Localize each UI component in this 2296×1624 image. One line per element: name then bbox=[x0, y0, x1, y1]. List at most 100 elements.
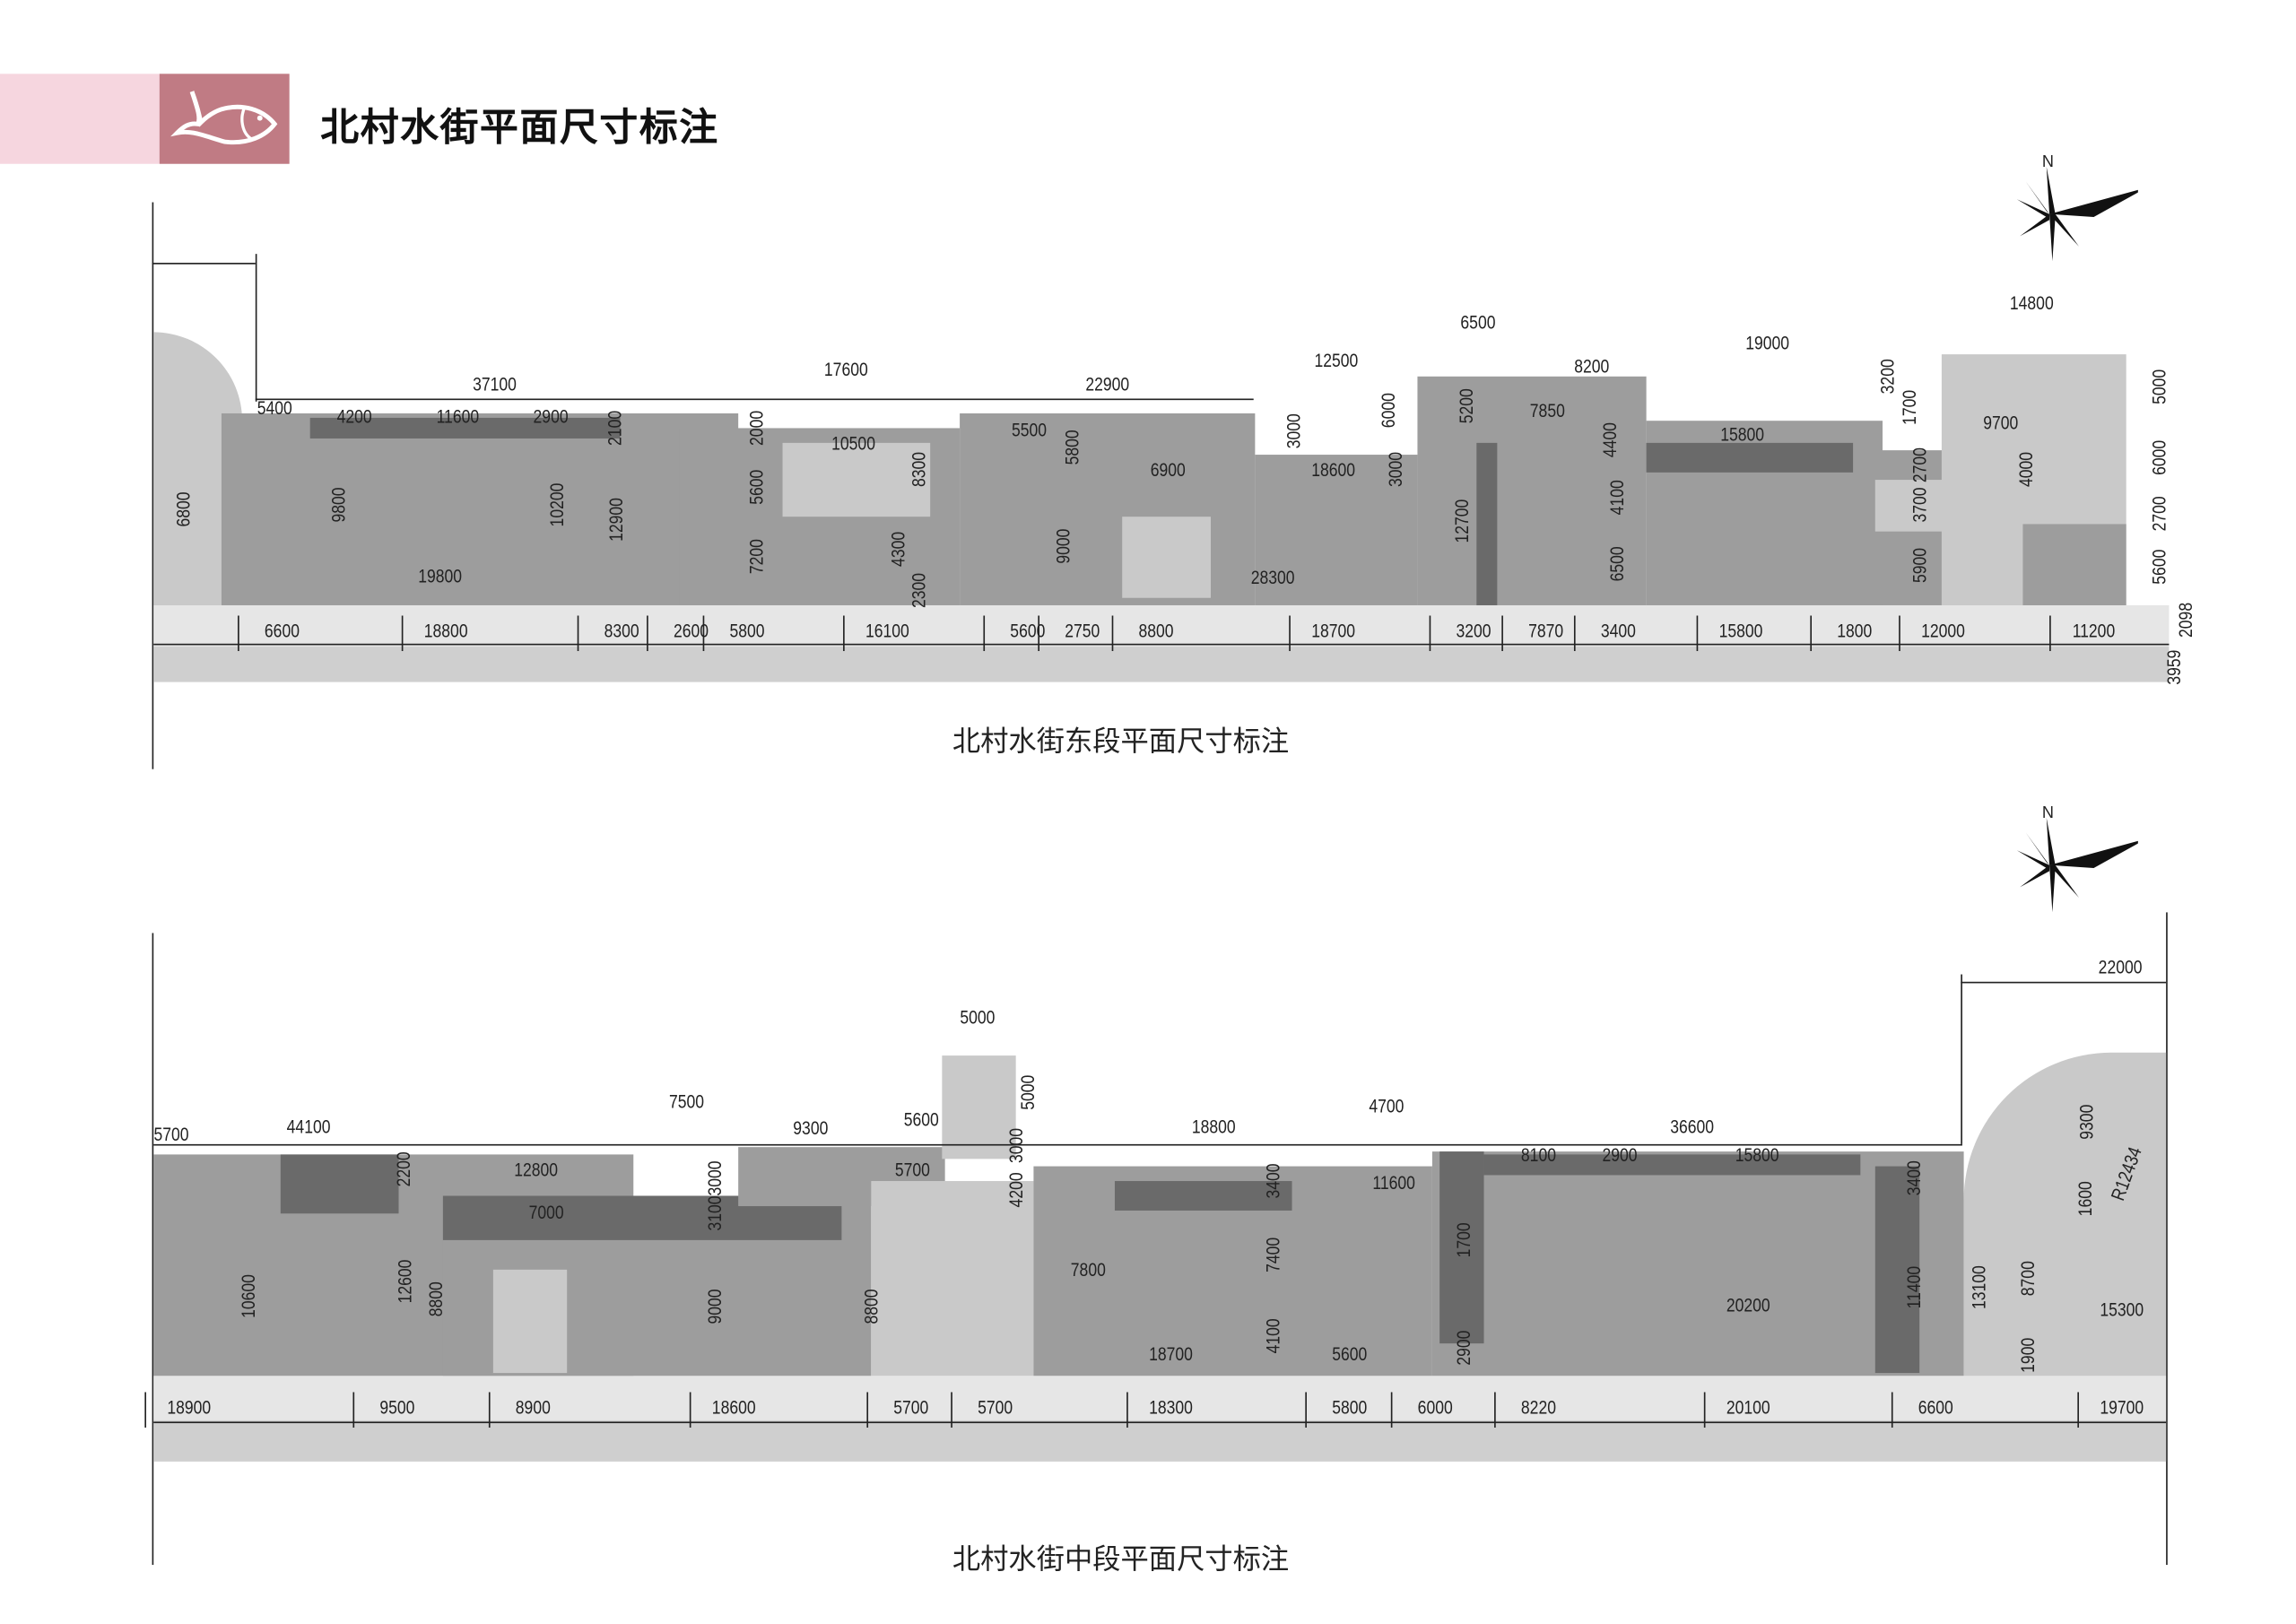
bottom-dimension-label: 19700 bbox=[2100, 1395, 2144, 1419]
roof-shadow bbox=[309, 417, 621, 439]
dimension-line bbox=[152, 263, 256, 265]
bottom-dimension-label: 5800 bbox=[729, 619, 765, 642]
plan-caption: 北村水街中段平面尺寸标注 bbox=[952, 1544, 1290, 1576]
dimension-tick bbox=[401, 615, 404, 652]
dimension-label: 4200 bbox=[336, 404, 372, 428]
bottom-dimension-label: 2750 bbox=[1065, 619, 1100, 642]
dimension-label: 3700 bbox=[1908, 487, 1931, 523]
header-band bbox=[0, 74, 160, 164]
dimension-label: 8800 bbox=[424, 1281, 448, 1317]
dimension-label: 15300 bbox=[2100, 1298, 2144, 1321]
north-arrow-icon: N bbox=[2005, 153, 2147, 274]
dimension-label: 7200 bbox=[744, 539, 768, 575]
dimension-tick bbox=[1038, 615, 1039, 652]
dimension-label: 9000 bbox=[1051, 528, 1074, 564]
dimension-label: 20200 bbox=[1726, 1293, 1770, 1316]
frame-line bbox=[152, 202, 154, 769]
dimension-label: 9800 bbox=[326, 487, 350, 523]
dimension-label: 7800 bbox=[1070, 1258, 1106, 1281]
dimension-label: 5700 bbox=[153, 1123, 189, 1145]
dimension-label: 5000 bbox=[960, 1005, 996, 1029]
dimension-label: 37100 bbox=[473, 372, 517, 395]
dimension-label: 1700 bbox=[1452, 1222, 1474, 1258]
dimension-tick bbox=[1703, 1392, 1706, 1428]
building-block bbox=[2022, 524, 2126, 605]
dimension-line bbox=[153, 1421, 2167, 1424]
dimension-label: 11600 bbox=[436, 404, 480, 428]
bottom-dimension-label: 6600 bbox=[1918, 1395, 1953, 1419]
dimension-label: 3200 bbox=[1875, 359, 1899, 395]
dimension-tick bbox=[352, 1392, 355, 1428]
bottom-dimension-label: 18800 bbox=[423, 619, 468, 642]
dimension-label: 4200 bbox=[1004, 1172, 1028, 1208]
dimension-label: 6900 bbox=[1150, 458, 1186, 481]
dimension-label: 1600 bbox=[2074, 1181, 2096, 1217]
dimension-label: 3400 bbox=[1261, 1163, 1284, 1199]
bottom-dimension-label: 18600 bbox=[711, 1395, 756, 1419]
dimension-tick bbox=[1810, 615, 1813, 652]
bottom-dimension-label: 11200 bbox=[2072, 619, 2116, 642]
dimension-label: 19000 bbox=[1745, 331, 1790, 354]
dimension-label: 22900 bbox=[1085, 372, 1130, 395]
dimension-label: 6000 bbox=[1377, 393, 1399, 429]
dimension-label: 5500 bbox=[1011, 418, 1047, 441]
dimension-tick bbox=[843, 615, 845, 652]
dimension-tick bbox=[2077, 1392, 2079, 1428]
dimension-label: 2100 bbox=[603, 410, 626, 446]
bottom-dimension-label: 2600 bbox=[673, 619, 709, 642]
bottom-dimension-label: 5600 bbox=[1010, 619, 1046, 642]
dimension-label: 12700 bbox=[1450, 499, 1474, 543]
dimension-tick bbox=[1111, 615, 1114, 652]
roof-shadow bbox=[280, 1154, 399, 1214]
bottom-dimension-label: 16100 bbox=[865, 619, 909, 642]
dimension-label: 15800 bbox=[1735, 1143, 1779, 1166]
dimension-tick bbox=[1891, 1392, 1893, 1428]
dimension-label: 6500 bbox=[1605, 546, 1629, 582]
dimension-label: 7400 bbox=[1261, 1237, 1284, 1272]
dimension-tick bbox=[238, 615, 239, 652]
building-block bbox=[1255, 455, 1418, 605]
dimension-label: 10500 bbox=[831, 431, 875, 455]
dimension-label: 8300 bbox=[907, 452, 930, 488]
dimension-tick bbox=[689, 1392, 691, 1428]
courtyard bbox=[782, 442, 931, 517]
dimension-label: 5000 bbox=[1016, 1074, 1039, 1110]
dimension-label: 5000 bbox=[2147, 369, 2170, 404]
dimension-tick bbox=[702, 615, 705, 652]
bottom-dimension-label: 5700 bbox=[893, 1395, 929, 1419]
dimension-tick bbox=[488, 1392, 491, 1428]
street-strip bbox=[153, 604, 2170, 647]
bottom-dimension-label: 8800 bbox=[1138, 619, 1174, 642]
dimension-label: 4100 bbox=[1605, 480, 1629, 516]
dimension-label: 2900 bbox=[533, 404, 569, 428]
bottom-dimension-label: 18300 bbox=[1149, 1395, 1193, 1419]
bottom-dimension-label: 1800 bbox=[1837, 619, 1873, 642]
dimension-label: 2900 bbox=[1452, 1330, 1474, 1366]
bottom-dimension-label: 3400 bbox=[1600, 619, 1636, 642]
building-block bbox=[1431, 1151, 1964, 1376]
bottom-dimension-label: 9500 bbox=[379, 1395, 415, 1419]
water-strip bbox=[153, 647, 2170, 682]
dimension-label: 4300 bbox=[886, 531, 909, 567]
dimension-tick bbox=[951, 1392, 952, 1428]
dimension-label: 5900 bbox=[1908, 548, 1931, 584]
roof-shadow bbox=[1114, 1181, 1292, 1211]
bottom-dimension-label: 5700 bbox=[978, 1395, 1013, 1419]
north-label: N bbox=[2041, 153, 2054, 171]
dimension-label: 2700 bbox=[2147, 496, 2170, 532]
dimension-label: 9700 bbox=[1983, 411, 2019, 434]
dimension-label: 18600 bbox=[1311, 458, 1356, 481]
dimension-label: 12900 bbox=[604, 498, 627, 542]
dimension-tick bbox=[1305, 1392, 1307, 1428]
dimension-label: 2900 bbox=[1602, 1143, 1638, 1166]
dimension-label: 11400 bbox=[1902, 1265, 1925, 1309]
tower-block bbox=[942, 1055, 1016, 1159]
dimension-label: 2000 bbox=[744, 410, 768, 446]
dimension-line bbox=[153, 643, 2170, 646]
dimension-tick bbox=[983, 615, 986, 652]
bottom-dimension-label: 6600 bbox=[264, 619, 300, 642]
roof-shadow bbox=[1874, 1166, 1920, 1374]
dimension-line bbox=[1961, 974, 1963, 1144]
dimension-label: 5800 bbox=[1060, 430, 1083, 465]
dimension-label: 3000 bbox=[1384, 452, 1407, 488]
